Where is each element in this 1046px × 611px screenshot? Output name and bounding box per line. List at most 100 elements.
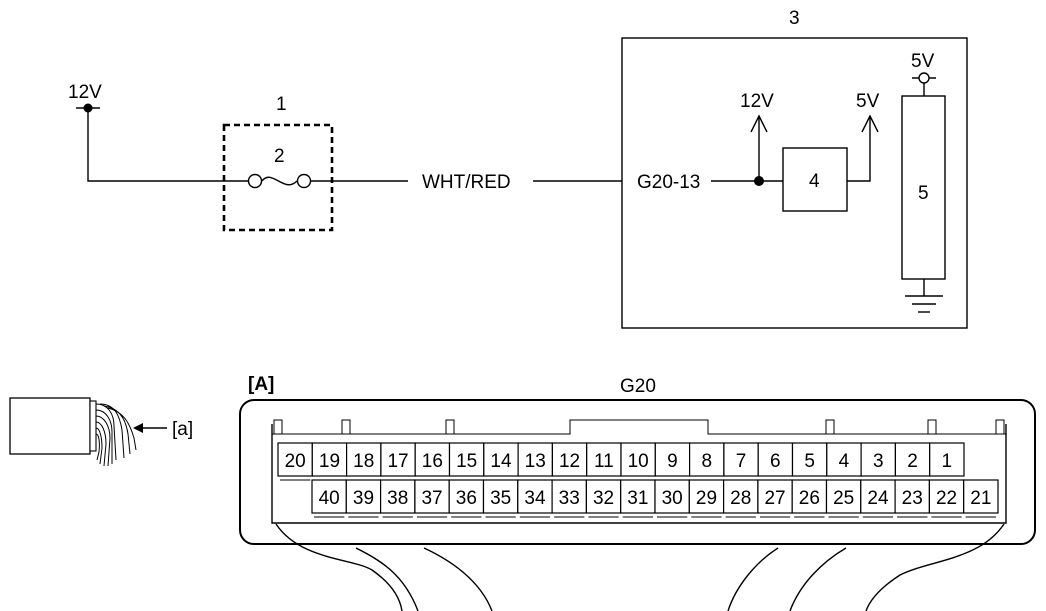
pin-number-label: 36: [456, 488, 477, 509]
connector-wires: [275, 523, 1005, 611]
pin-number-label: 2: [907, 451, 918, 472]
connector-pin-31: 31: [620, 479, 656, 518]
module-callout: 3: [789, 8, 800, 29]
connector-pin-23: 23: [894, 479, 930, 518]
pin-number-label: 20: [285, 451, 306, 472]
supply-wire: [87, 108, 248, 182]
module-supply-voltage-label: 12V: [740, 91, 774, 112]
bottom-pin-row: 40 39 38 37 36 35 34 33 32 31 30 29 28 27 26 25 24 23 22 21: [311, 479, 999, 518]
connector-pin-25: 25: [825, 479, 862, 518]
pin-number-label: 25: [833, 488, 854, 509]
connector-id-label: G20: [620, 376, 656, 397]
fuse-box-callout: 1: [276, 94, 287, 115]
fuse-symbol: [247, 173, 312, 189]
connector-pin-1: 1: [929, 442, 965, 481]
pin-number-label: 40: [319, 488, 340, 509]
connector-pin-7: 7: [723, 442, 759, 481]
connector-pin-32: 32: [585, 479, 622, 518]
pin-number-label: 11: [594, 451, 614, 472]
connector-pin-11: 11: [586, 442, 622, 481]
pin-number-label: 8: [701, 451, 712, 472]
pin-number-label: 24: [867, 488, 889, 509]
sensor-supply-terminal-icon: [912, 72, 936, 96]
pin-number-label: 16: [422, 451, 443, 472]
connector-pin-22: 22: [928, 479, 965, 518]
pin-number-label: 12: [559, 451, 580, 472]
pin-number-label: 10: [628, 451, 649, 472]
connector-pin-6: 6: [757, 442, 794, 481]
pin-number-label: 19: [319, 451, 340, 472]
connector-pin-37: 37: [414, 479, 450, 518]
pin-number-label: 23: [902, 488, 923, 509]
connector-pin-13: 13: [517, 442, 553, 481]
sensor-supply-voltage-label: 5V: [911, 51, 935, 72]
fuse-box: [222, 123, 334, 232]
pin-number-label: 14: [490, 451, 512, 472]
connector-pin-2: 2: [894, 442, 931, 481]
pin-number-label: 32: [593, 488, 614, 509]
supply-voltage-label: 12V: [68, 82, 102, 103]
connector-pin-19: 19: [311, 442, 348, 481]
supply-12v-node: 12V: [68, 82, 102, 113]
module-terminal-label: G20-13: [637, 172, 700, 193]
pin-number-label: 3: [873, 451, 884, 472]
pin-number-label: 15: [456, 451, 477, 472]
pin-number-label: 21: [970, 488, 991, 509]
connector-pin-14: 14: [483, 442, 519, 481]
regulated-voltage-label: 5V: [856, 91, 880, 112]
connector-pin-8: 8: [688, 442, 725, 481]
pin-number-label: 35: [490, 488, 511, 509]
pin-number-label: 22: [936, 488, 957, 509]
wire-color-label: WHT/RED: [422, 172, 511, 193]
connector-pin-24: 24: [860, 479, 896, 518]
pin-number-label: 29: [696, 488, 717, 509]
connector-pin-3: 3: [860, 442, 896, 481]
pin-number-label: 33: [559, 488, 580, 509]
regulator-box: [782, 147, 848, 212]
connector-pin-39: 39: [345, 479, 382, 518]
connector-view-label: [A]: [248, 374, 274, 395]
pin-number-label: 7: [736, 451, 747, 472]
pin-number-label: 37: [421, 488, 442, 509]
connector-pin-5: 5: [791, 442, 828, 481]
regulated-output-arrow-icon: [847, 114, 879, 182]
pin-number-label: 38: [387, 488, 408, 509]
connector-pin-28: 28: [722, 479, 759, 518]
connector-pin-35: 35: [482, 479, 519, 518]
connector-pin-27: 27: [757, 479, 793, 518]
supply-arrow-up-icon: [750, 114, 768, 181]
connector-pin-20: 20: [277, 442, 313, 481]
connector-pin-30: 30: [654, 479, 690, 518]
connector-pin-29: 29: [688, 479, 725, 518]
connector-pin-10: 10: [620, 442, 656, 481]
connector-pin-26: 26: [791, 479, 828, 518]
connector-harness-icon: [9, 397, 137, 467]
harness-arrow-icon: [133, 423, 167, 433]
pin-number-label: 9: [667, 451, 678, 472]
pin-number-label: 26: [799, 488, 820, 509]
pin-number-label: 34: [524, 488, 546, 509]
pin-number-label: 39: [353, 488, 374, 509]
connector-pin-36: 36: [448, 479, 485, 518]
pin-number-label: 31: [627, 488, 648, 509]
pin-number-label: 28: [730, 488, 751, 509]
ground-icon: [905, 279, 943, 313]
connector-pin-9: 9: [654, 442, 691, 481]
pin-number-label: 6: [770, 451, 781, 472]
pin-number-label: 1: [942, 451, 953, 472]
module-box: [621, 37, 968, 329]
connector-pin-40: 40: [311, 479, 347, 518]
connector-pin-12: 12: [551, 442, 588, 481]
connector-pin-15: 15: [448, 442, 485, 481]
connector-pin-4: 4: [826, 442, 862, 481]
connector-pin-21: 21: [963, 479, 999, 518]
pin-number-label: 13: [525, 451, 546, 472]
pin-number-label: 4: [839, 451, 850, 472]
connector-pin-17: 17: [380, 442, 416, 481]
regulator-callout: 4: [809, 171, 820, 192]
pin-number-label: 30: [662, 488, 683, 509]
connector-pin-38: 38: [380, 479, 416, 518]
pin-number-label: 18: [353, 451, 374, 472]
